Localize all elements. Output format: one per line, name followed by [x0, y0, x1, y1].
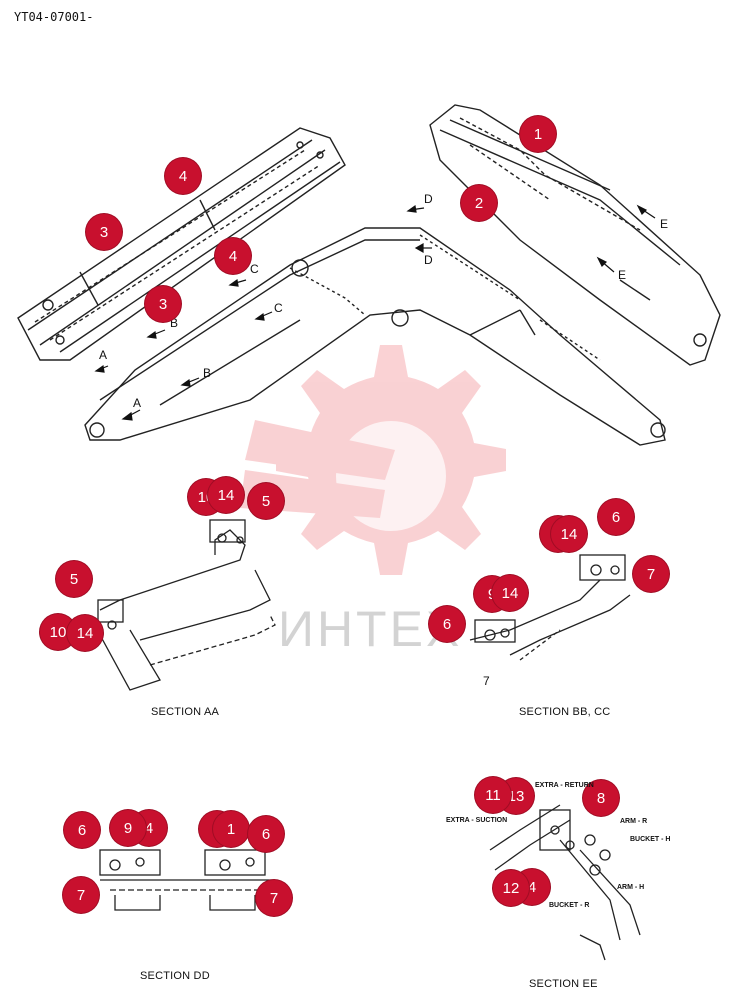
section-ee-drawing [489, 804, 641, 961]
label-arm-h: ARM - H [617, 884, 645, 891]
document-code: YT04-07001- [14, 10, 94, 24]
callout-8: 8 [583, 780, 619, 816]
label-extra-suction: EXTRA - SUCTION [446, 817, 508, 824]
callout-6: 6 [64, 812, 100, 848]
view-marker-b: B [170, 316, 179, 330]
section-title-bb-cc: SECTION BB, CC [519, 706, 611, 718]
callout-2: 2 [461, 185, 497, 221]
label-7: 7 [483, 674, 490, 688]
callout-1: 1 [520, 116, 556, 152]
arm-structure [17, 127, 346, 361]
section-dd-drawing [99, 849, 275, 911]
callout-7: 7 [63, 877, 99, 913]
view-arrows [94, 204, 656, 421]
boom-structure [84, 227, 666, 446]
callout-11: 11 [475, 777, 511, 813]
watermark-gear-icon [240, 345, 506, 575]
callout-4: 4 [165, 158, 201, 194]
callout-9: 9 [110, 810, 146, 846]
callout-14: 14 [208, 477, 244, 513]
view-marker-d: D [424, 253, 433, 267]
view-marker-e: E [660, 217, 669, 231]
view-marker-d: D [424, 192, 433, 206]
callout-6: 6 [429, 606, 465, 642]
label-bucket-r: BUCKET - R [549, 902, 590, 909]
section-title-ee: SECTION EE [529, 978, 598, 990]
section-bb-drawing [469, 554, 631, 661]
callout-5: 5 [56, 561, 92, 597]
callout-14: 14 [551, 516, 587, 552]
section-title-dd: SECTION DD [140, 970, 210, 982]
section-title-aa: SECTION AA [151, 706, 220, 718]
view-marker-b: B [203, 366, 212, 380]
callout-6: 6 [248, 816, 284, 852]
callout-7: 7 [633, 556, 669, 592]
label-bucket-h: BUCKET - H [630, 836, 671, 843]
view-marker-c: C [274, 301, 283, 315]
view-marker-e: E [618, 268, 627, 282]
view-marker-a: A [133, 396, 142, 410]
callout-6: 6 [598, 499, 634, 535]
callout-14: 14 [67, 615, 103, 651]
section-aa-drawing [97, 519, 276, 691]
callout-4: 4 [215, 238, 251, 274]
callout-14: 14 [492, 575, 528, 611]
boom-end-structure [429, 104, 721, 366]
callout-7: 7 [256, 880, 292, 916]
callout-5: 5 [248, 483, 284, 519]
callout-12: 12 [493, 870, 529, 906]
view-marker-c: C [250, 262, 259, 276]
callout-3: 3 [145, 286, 181, 322]
view-marker-a: A [99, 348, 108, 362]
label-arm-r: ARM - R [620, 818, 648, 825]
callout-1: 1 [213, 811, 249, 847]
label-extra-return: EXTRA - RETURN [535, 782, 594, 789]
callout-3: 3 [86, 214, 122, 250]
